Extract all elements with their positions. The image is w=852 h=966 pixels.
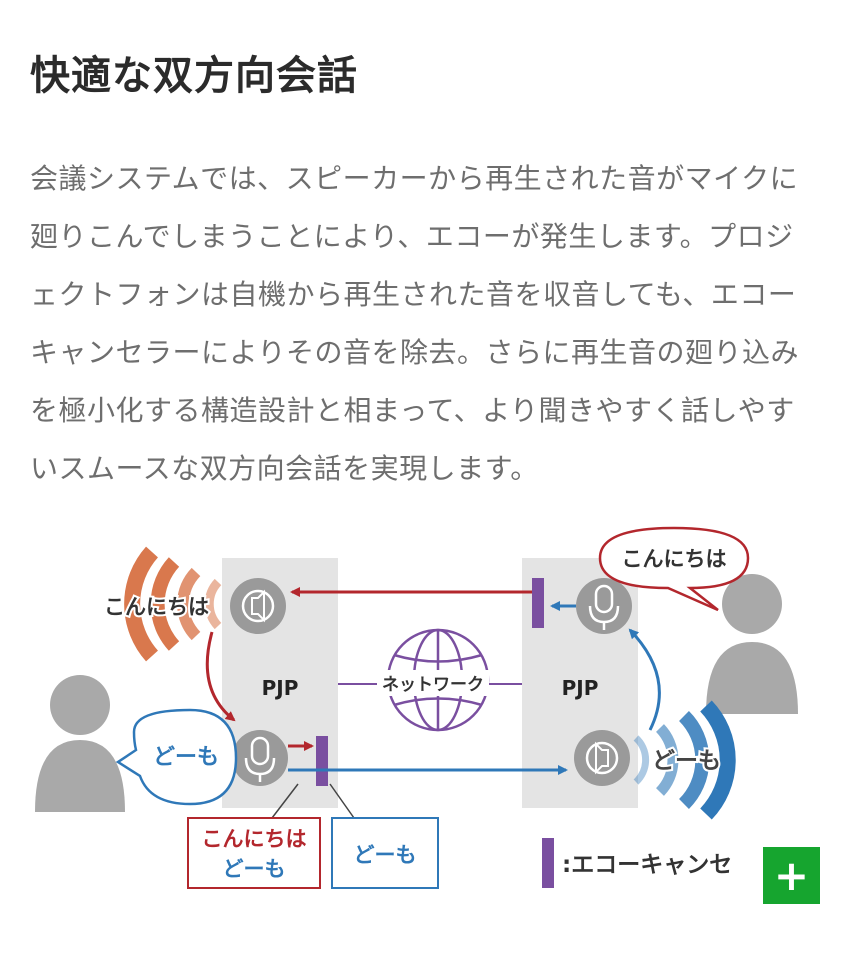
after-cancel-text: どーも: [354, 843, 417, 867]
callout-leader-right: [329, 783, 355, 819]
before-cancel-line2: どーも: [223, 857, 286, 881]
echo-cancel-diagram: PJP PJP: [35, 526, 798, 889]
right-user-bubble-text: こんにちは: [622, 547, 727, 571]
network-label: ネットワーク: [382, 675, 484, 695]
expand-plus-button[interactable]: +: [763, 847, 820, 904]
left-device-label: PJP: [262, 676, 299, 700]
before-cancel-line1: こんにちは: [202, 827, 307, 851]
paragraph-line: 会議システムでは、スピーカーから再生された音がマイクに: [30, 162, 799, 195]
page-title: 快適な双方向会話: [30, 53, 358, 99]
left-echo-canceller-bar: [316, 736, 328, 786]
left-microphone-icon: [232, 730, 288, 786]
right-user-speech-bubble: こんにちは: [598, 526, 750, 612]
right-microphone-icon: [576, 578, 632, 634]
red-echo-loop-arrow: [205, 631, 236, 722]
right-echo-canceller-bar: [532, 578, 544, 628]
paragraph-line: を極小化する構造設計と相まって、より聞きやすく話しやす: [30, 394, 795, 427]
legend-label: :エコーキャンセ: [562, 852, 732, 878]
right-speaker-wave-icon: [633, 700, 736, 820]
left-user-speech-bubble: どーも: [115, 708, 238, 806]
blue-echo-loop-arrow: [628, 628, 661, 731]
right-user-icon: [706, 574, 798, 714]
paragraph-line: いスムースな双方向会話を実現します。: [30, 452, 539, 485]
network-label-bg: [377, 670, 489, 696]
before-cancel-box: [187, 817, 321, 889]
callout-leader-left: [271, 783, 299, 819]
after-cancel-box: [331, 817, 439, 889]
left-user-bubble-text: どーも: [153, 745, 219, 770]
paragraph-line: キャンセラーによりその音を除去。さらに再生音の廻り込み: [30, 336, 799, 369]
legend-echo-canceller-swatch: [542, 838, 554, 888]
left-speaker-wave-icon: [124, 546, 222, 662]
right-speaker-icon: [574, 730, 630, 786]
right-speaker-speech: どーも: [652, 748, 721, 774]
left-speaker-speech: こんにちは: [104, 595, 209, 619]
left-user-icon: [35, 675, 125, 812]
left-speaker-icon: [230, 578, 286, 634]
article-paragraph: 会議システムでは、スピーカーから再生された音がマイクに 廻りこんでしまうことによ…: [30, 150, 830, 498]
paragraph-line: 廻りこんでしまうことにより、エコーが発生します。プロジ: [30, 220, 794, 253]
paragraph-line: ェクトフォンは自機から再生された音を収音しても、エコー: [30, 278, 797, 311]
right-device-label: PJP: [562, 676, 599, 700]
